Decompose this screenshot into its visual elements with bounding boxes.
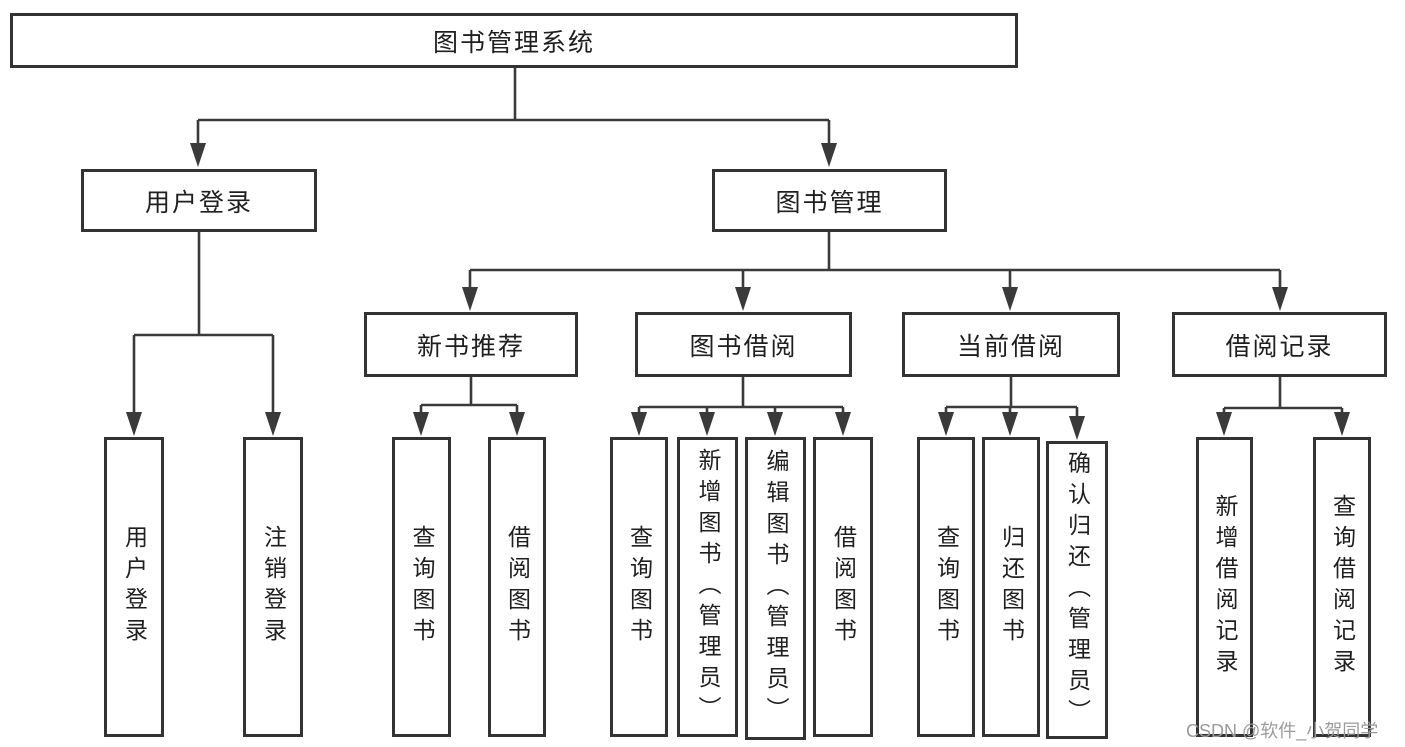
leaf-query-borrow-record: 查询借阅记录 <box>1313 437 1371 737</box>
arrow-down-icon <box>1272 287 1288 311</box>
node-current-borrow: 当前借阅 <box>902 312 1120 377</box>
leaf-logout: 注销登录 <box>243 437 303 737</box>
arrow-down-icon <box>631 412 647 436</box>
arrow-down-icon <box>735 287 751 311</box>
csdn-watermark: CSDN @软件_小贺同学 <box>1186 721 1379 741</box>
node-user-login: 用户登录 <box>81 169 317 232</box>
arrow-down-icon <box>462 287 478 311</box>
arrow-down-icon <box>509 412 525 436</box>
edge-current-borrow-to-leaves <box>944 377 1079 419</box>
arrow-down-icon <box>1334 412 1350 436</box>
leaf-user-login: 用户登录 <box>104 437 164 737</box>
edge-new-rec-to-leaves <box>419 377 519 415</box>
node-book-borrow: 图书借阅 <box>635 312 852 377</box>
edge-borrow-records-to-leaves <box>1222 377 1344 415</box>
arrow-down-icon <box>265 412 281 436</box>
arrow-down-icon <box>126 412 142 436</box>
leaf-confirm-return-admin: 确认归还（管理员） <box>1046 441 1108 739</box>
edge-root-to-level2 <box>196 68 831 146</box>
node-book-management: 图书管理 <box>712 169 947 232</box>
node-new-book-recommend: 新书推荐 <box>364 312 578 377</box>
node-borrow-records: 借阅记录 <box>1172 312 1387 377</box>
arrow-down-icon <box>938 412 954 436</box>
leaf-query-books-borrow: 查询图书 <box>610 437 668 737</box>
leaf-add-books-admin: 新增图书（管理员） <box>677 437 738 737</box>
leaf-query-books-current: 查询图书 <box>917 437 975 737</box>
arrow-down-icon <box>1069 416 1085 440</box>
arrow-down-icon <box>767 412 783 436</box>
edge-book-mgmt-to-level3 <box>468 232 1282 290</box>
leaf-query-books-recommend: 查询图书 <box>392 437 451 737</box>
arrow-down-icon <box>699 412 715 436</box>
leaf-add-borrow-record: 新增借阅记录 <box>1196 437 1253 737</box>
tree-edges <box>132 68 1344 419</box>
arrow-down-icon <box>821 143 837 167</box>
arrow-down-icon <box>1002 412 1018 436</box>
leaf-return-books: 归还图书 <box>982 437 1040 737</box>
leaf-borrow-books: 借阅图书 <box>813 437 873 737</box>
edge-user-login-to-leaves <box>132 232 275 415</box>
arrow-down-icon <box>835 412 851 436</box>
edge-book-borrow-to-leaves <box>637 377 845 415</box>
node-library-management-system: 图书管理系统 <box>10 13 1018 68</box>
arrow-down-icon <box>413 412 429 436</box>
arrow-down-icon <box>190 143 206 167</box>
leaf-borrow-books-recommend: 借阅图书 <box>488 437 546 737</box>
arrowhead-icons <box>126 143 1350 440</box>
arrow-down-icon <box>1002 287 1018 311</box>
leaf-edit-books-admin: 编辑图书（管理员） <box>745 437 806 740</box>
arrow-down-icon <box>1216 412 1232 436</box>
